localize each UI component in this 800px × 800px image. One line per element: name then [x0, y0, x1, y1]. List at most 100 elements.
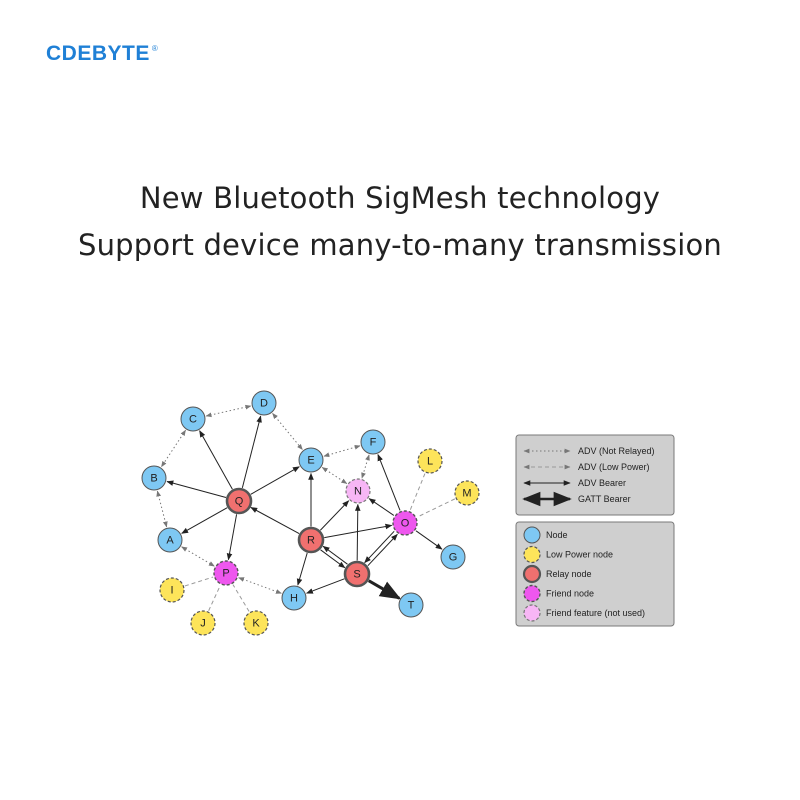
edge-S-H: [305, 578, 345, 594]
brand-logo: CDEBYTE®: [46, 42, 158, 66]
node-label: O: [401, 518, 410, 530]
node-label: Q: [235, 496, 244, 508]
edge-P-H: [238, 577, 282, 594]
headline-line-1: New Bluetooth SigMesh technology: [139, 181, 661, 215]
legend-node-label: Friend node: [546, 589, 594, 599]
legend-symbol-relay: [522, 564, 542, 584]
registered-mark: ®: [151, 44, 159, 53]
node-label: S: [353, 569, 360, 581]
edge-S-O: [367, 533, 398, 567]
edge-A-P: [181, 546, 215, 567]
legend-node-label: Node: [546, 530, 568, 540]
node-label: K: [252, 618, 260, 630]
node-S: S: [343, 560, 371, 588]
node-label: B: [150, 473, 157, 485]
edge-F-N: [361, 454, 370, 479]
edge-Q-D: [241, 415, 262, 489]
node-I: I: [159, 577, 185, 603]
node-H: H: [281, 585, 307, 611]
node-D: D: [251, 390, 277, 416]
node-label: G: [449, 552, 458, 564]
edge-S-N: [354, 503, 361, 561]
node-label: C: [189, 414, 197, 426]
node-label: H: [290, 593, 298, 605]
edge-C-B: [161, 429, 186, 468]
legend-symbol-low_power: [523, 545, 541, 564]
legend-link-label: ADV (Low Power): [578, 462, 650, 472]
brand-name: CDEBYTE: [46, 42, 150, 65]
node-label: R: [307, 535, 315, 547]
node-label: N: [354, 486, 362, 498]
edge-C-D: [205, 404, 252, 418]
edge-M-O: [416, 498, 456, 518]
node-circle: [243, 610, 269, 636]
edge-O-F: [377, 453, 401, 511]
node-M: M: [454, 480, 480, 506]
node-label: E: [307, 455, 314, 467]
node-circle: [298, 447, 324, 473]
node-circle: [440, 544, 466, 570]
edge-O-G: [415, 530, 443, 550]
edge-O-S: [364, 530, 395, 564]
node-label: M: [462, 488, 471, 500]
node-label: I: [170, 585, 173, 597]
edge-S-R: [322, 545, 348, 565]
node-circle: [190, 610, 216, 636]
node-circle: [141, 465, 167, 491]
edge-O-N: [368, 498, 395, 516]
edge-R-S: [320, 549, 346, 569]
node-A: A: [157, 527, 183, 553]
legend-node-label: Friend feature (not used): [546, 608, 645, 618]
edge-Q-E: [250, 466, 300, 495]
legend-symbol-node: [523, 526, 541, 544]
node-R: R: [297, 526, 325, 554]
edge-Q-P: [226, 514, 238, 561]
legend-symbol-friend: [523, 584, 541, 603]
node-T: T: [398, 592, 424, 618]
node-circle: [392, 510, 418, 536]
node-label: A: [166, 535, 174, 547]
node-circle: [251, 390, 277, 416]
node-C: C: [180, 406, 206, 432]
legend-link-label: GATT Bearer: [578, 494, 631, 504]
node-label: P: [222, 568, 229, 580]
node-circle: [297, 526, 325, 554]
node-J: J: [190, 610, 216, 636]
node-Q: Q: [225, 487, 253, 515]
node-label: D: [260, 398, 268, 410]
node-label: J: [200, 618, 206, 630]
node-label: T: [408, 600, 415, 612]
edge-E-F: [323, 444, 361, 458]
legend-link-label: ADV Bearer: [578, 478, 626, 488]
node-circle: [213, 560, 239, 586]
edge-Q-C: [199, 430, 233, 490]
node-circle: [281, 585, 307, 611]
edge-R-N: [319, 500, 350, 531]
node-O: O: [392, 510, 418, 536]
headline-line-2: Support device many-to-many transmission: [77, 228, 722, 262]
edges-layer: [156, 404, 456, 612]
node-circle: [225, 487, 253, 515]
node-circle: [417, 448, 443, 474]
legend-node-label: Low Power node: [546, 550, 613, 560]
edge-E-N: [321, 467, 348, 484]
node-circle: [398, 592, 424, 618]
edge-R-H: [296, 552, 308, 586]
edge-S-T: [367, 579, 402, 600]
node-circle: [159, 577, 185, 603]
node-F: F: [360, 429, 386, 455]
node-K: K: [243, 610, 269, 636]
node-circle: [454, 480, 480, 506]
node-B: B: [141, 465, 167, 491]
legend-link-label: ADV (Not Relayed): [578, 446, 655, 456]
node-N: N: [345, 478, 371, 504]
edge-Q-A: [181, 507, 228, 534]
edge-I-P: [184, 576, 214, 587]
node-E: E: [298, 447, 324, 473]
node-circle: [180, 406, 206, 432]
edge-B-A: [156, 490, 168, 528]
edge-R-Q: [250, 506, 300, 535]
legend-nodes-box: [515, 521, 675, 627]
